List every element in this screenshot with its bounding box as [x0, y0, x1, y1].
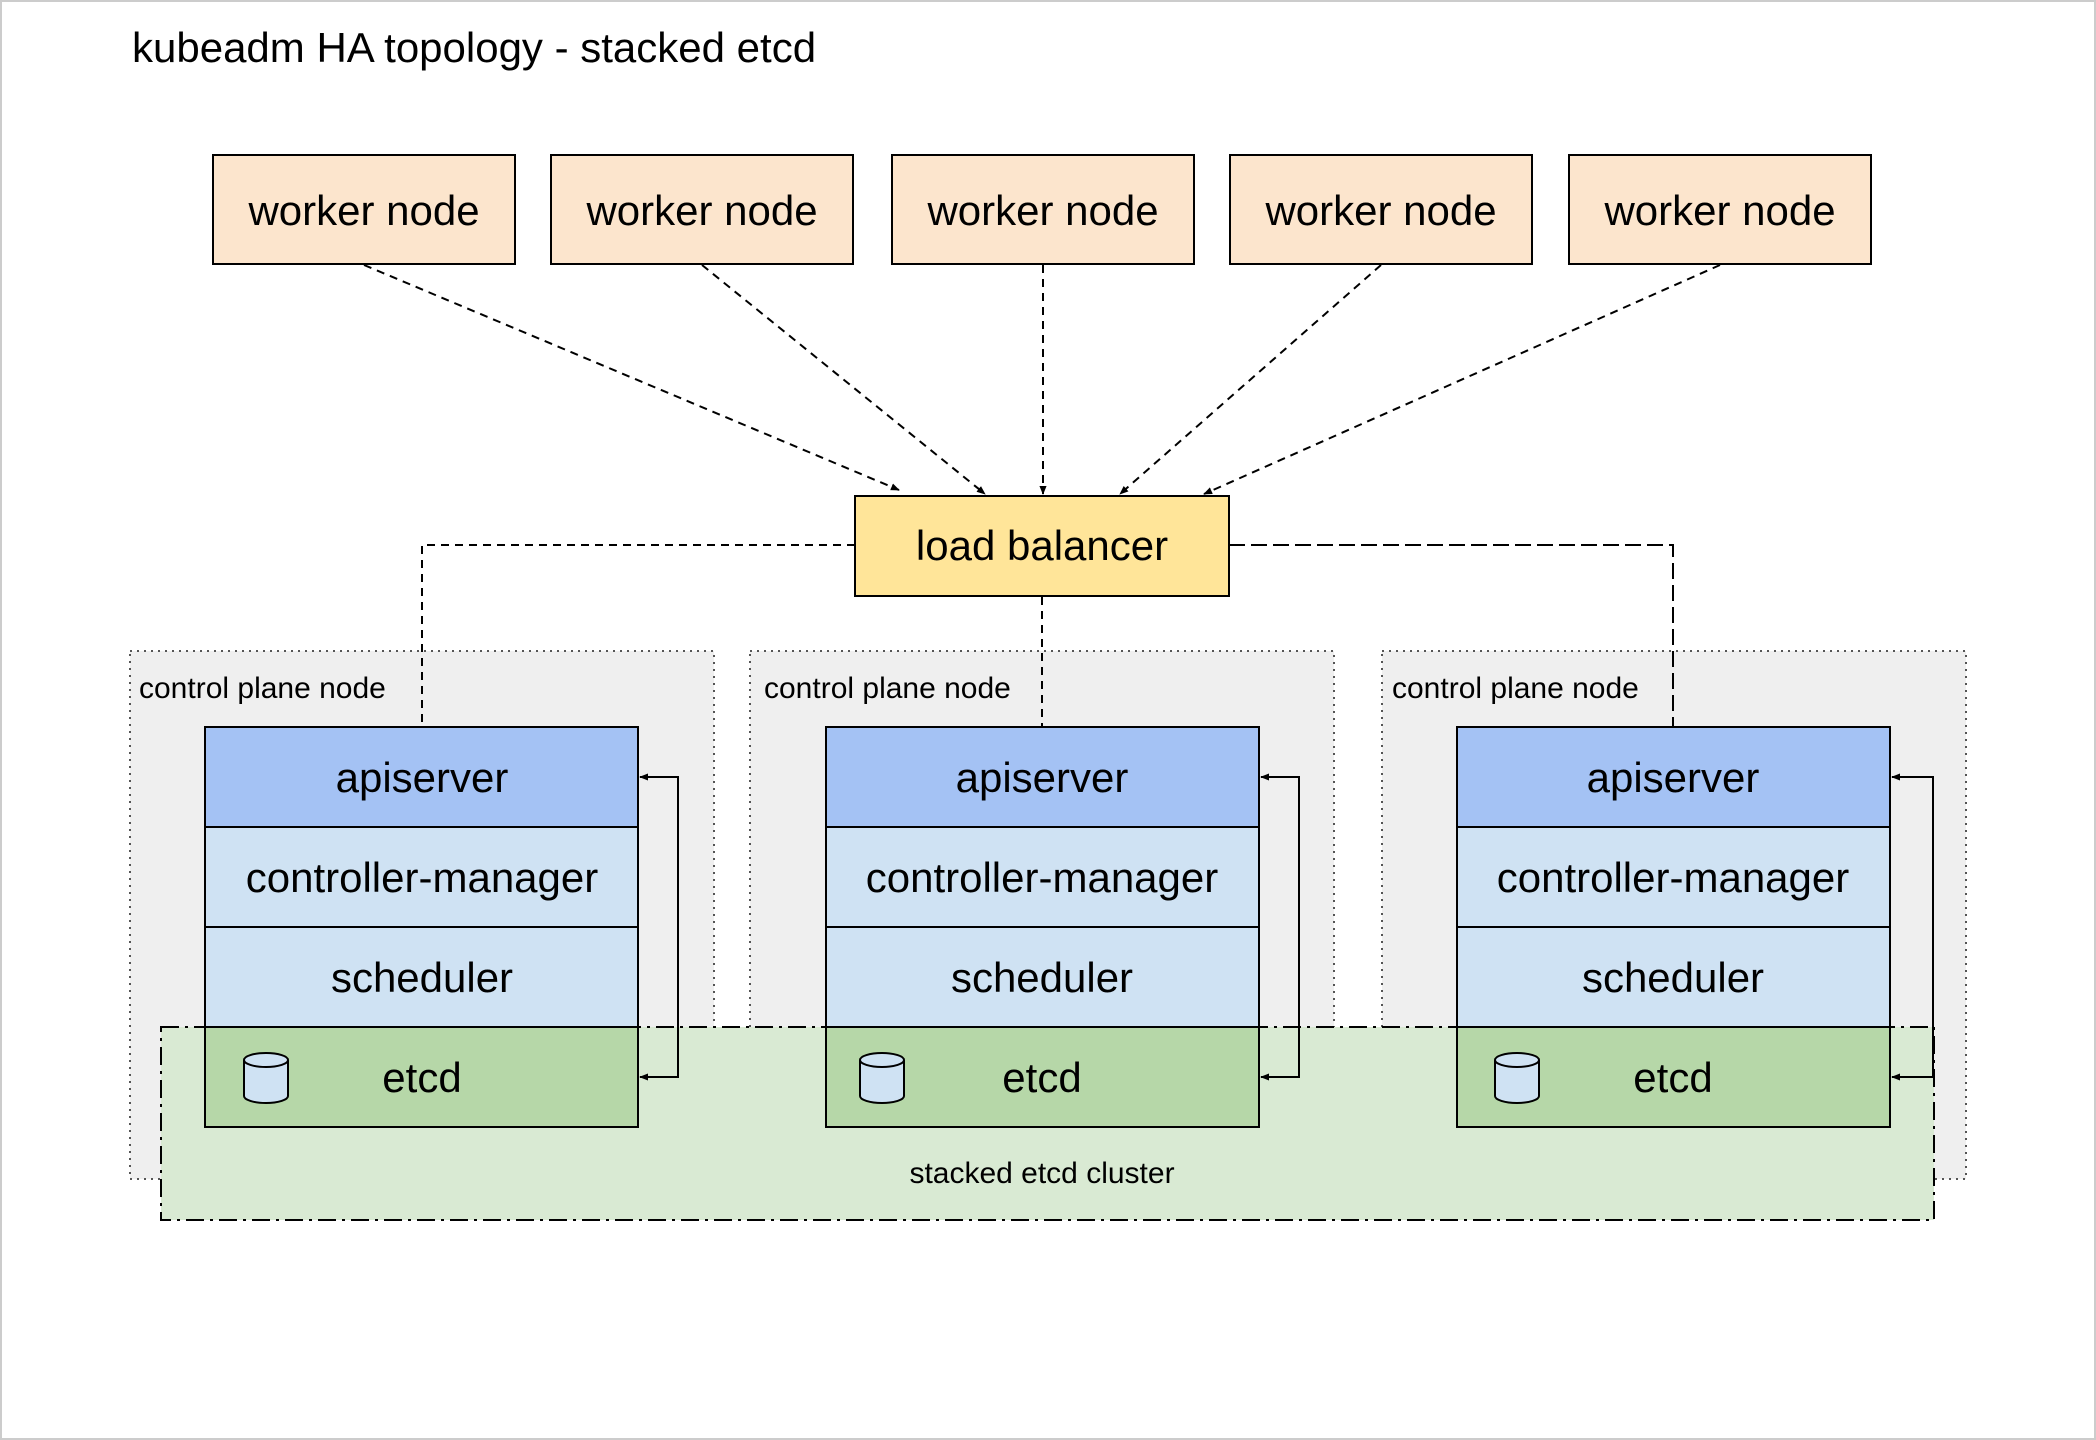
worker-node-1: worker node — [212, 154, 516, 265]
worker-5-to-lb-arrow — [1203, 264, 1721, 495]
apiserver-etcd-link — [1260, 773, 1300, 1081]
control-plane-node-label: control plane node — [1392, 672, 1639, 705]
scheduler-box — [204, 926, 639, 1028]
apiserver-etcd-link — [639, 773, 679, 1081]
load-balancer-label: load balancer — [916, 522, 1168, 569]
control-plane-node-label: control plane node — [139, 672, 386, 705]
database-cylinder-icon — [243, 1052, 289, 1104]
etcd-cluster-label: stacked etcd cluster — [909, 1157, 1174, 1190]
worker-node-box — [1229, 154, 1533, 265]
worker-node-3: worker node — [891, 154, 1195, 265]
controller-manager-label: controller-manager — [1497, 854, 1850, 901]
worker-node-label: worker node — [585, 187, 817, 234]
apiserver-label: apiserver — [336, 754, 509, 801]
worker-node-box — [550, 154, 854, 265]
controller-manager-box — [825, 826, 1260, 928]
controller-manager-label: controller-manager — [866, 854, 1219, 901]
scheduler-box — [1456, 926, 1891, 1028]
control-plane-stack-3: apiserver controller-manager scheduler e… — [1456, 726, 1934, 1128]
worker-node-4: worker node — [1229, 154, 1533, 265]
database-cylinder-icon — [1494, 1052, 1540, 1104]
apiserver-label: apiserver — [1587, 754, 1760, 801]
controller-manager-label: controller-manager — [246, 854, 599, 901]
etcd-label: etcd — [382, 1054, 461, 1101]
worker-node-box — [891, 154, 1195, 265]
worker-node-label: worker node — [247, 187, 479, 234]
control-plane-stack-1: apiserver controller-manager scheduler e… — [204, 726, 679, 1128]
scheduler-label: scheduler — [1582, 954, 1764, 1001]
database-cylinder-icon — [859, 1052, 905, 1104]
worker-node-label: worker node — [1603, 187, 1835, 234]
scheduler-label: scheduler — [951, 954, 1133, 1001]
scheduler-box — [825, 926, 1260, 1028]
worker-node-box — [1568, 154, 1872, 265]
apiserver-label: apiserver — [956, 754, 1129, 801]
worker-node-label: worker node — [1264, 187, 1496, 234]
control-plane-node-label: control plane node — [764, 672, 1011, 705]
worker-4-to-lb-arrow — [1119, 264, 1382, 495]
scheduler-label: scheduler — [331, 954, 513, 1001]
apiserver-etcd-link — [1891, 773, 1934, 1081]
etcd-label: etcd — [1002, 1054, 1081, 1101]
worker-node-box — [212, 154, 516, 265]
etcd-label: etcd — [1633, 1054, 1712, 1101]
worker-2-to-lb-arrow — [701, 264, 986, 495]
load-balancer: load balancer — [854, 495, 1230, 597]
worker-node-label: worker node — [926, 187, 1158, 234]
control-plane-stack-2: apiserver controller-manager scheduler e… — [825, 726, 1300, 1128]
diagram-title: kubeadm HA topology - stacked etcd — [132, 24, 816, 71]
worker-1-to-lb-arrow — [363, 264, 900, 491]
controller-manager-box — [204, 826, 639, 928]
worker-to-lb-connections — [363, 264, 1721, 495]
lb-to-apiserver-1-line — [421, 544, 855, 727]
worker-node-5: worker node — [1568, 154, 1872, 265]
apiserver-box — [1456, 726, 1891, 828]
worker-node-2: worker node — [550, 154, 854, 265]
load-balancer-box — [854, 495, 1230, 597]
controller-manager-box — [1456, 826, 1891, 928]
lb-to-apiserver-3-line — [1229, 544, 1674, 727]
apiserver-box — [204, 726, 639, 828]
lb-to-apiserver-connections — [421, 544, 1674, 727]
